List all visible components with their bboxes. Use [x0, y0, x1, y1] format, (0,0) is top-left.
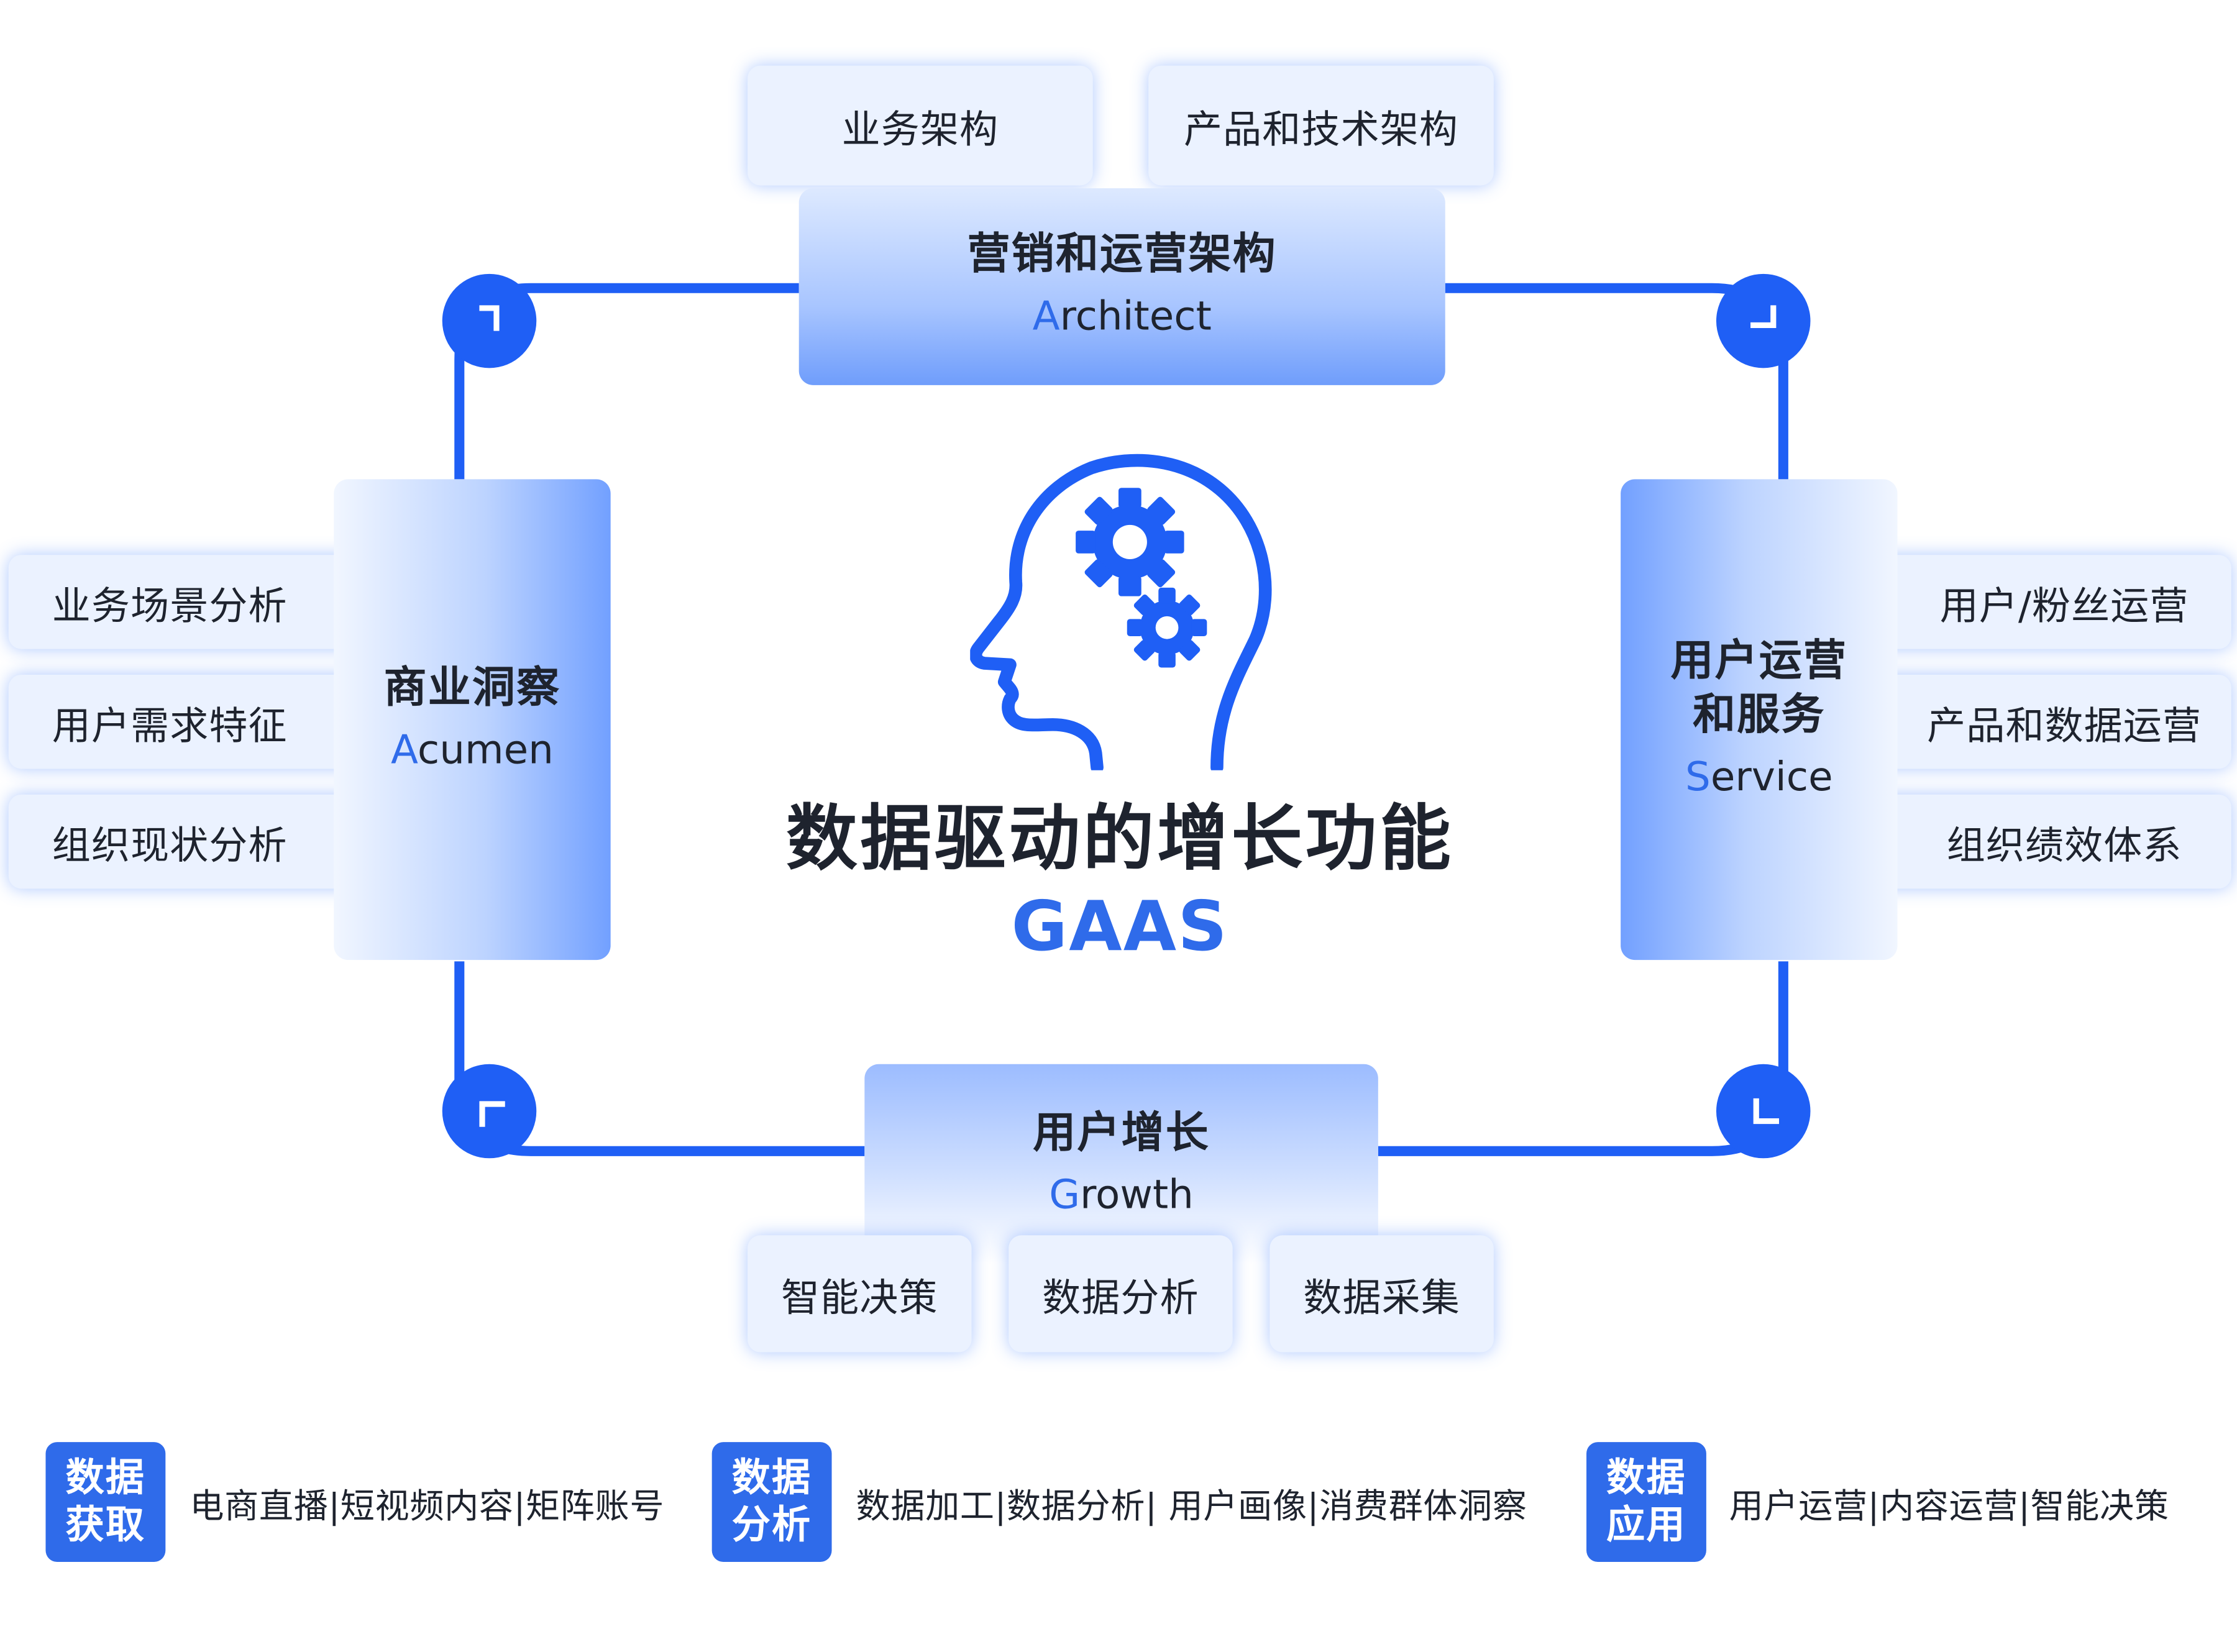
gear-large-icon: [1076, 488, 1184, 596]
panel-title-en: Growth: [1049, 1171, 1194, 1218]
badge-line2: 应用: [1606, 1503, 1686, 1548]
corner-marker-top-right: [1716, 273, 1811, 368]
panel-title-cn: 商业洞察: [383, 662, 561, 713]
tag-data-analysis: 数据分析: [1009, 1235, 1233, 1353]
legend-badge-acquisition: 数据 获取: [45, 1442, 166, 1563]
panel-title-cn-line1: 用户运营: [1670, 635, 1848, 686]
legend-text-acquisition: 电商直播|短视频内容|矩阵账号: [190, 1486, 665, 1527]
tag-label: 用户需求特征: [52, 704, 288, 749]
panel-title-cn: 用户增长: [1033, 1108, 1210, 1159]
corner-bracket-icon: [1753, 1098, 1779, 1125]
center-title: 数据驱动的增长功能: [786, 797, 1454, 880]
tag-data-collection: 数据采集: [1269, 1235, 1494, 1353]
legend-badge-application: 数据 应用: [1586, 1442, 1706, 1563]
corner-marker-top-left: [442, 273, 537, 368]
legend-text-application: 用户运营|内容运营|智能决策: [1729, 1486, 2169, 1527]
tag-label: 智能决策: [781, 1276, 938, 1320]
badge-line1: 数据: [65, 1456, 146, 1501]
tag-label: 产品和技术架构: [1184, 107, 1458, 152]
tag-label: 组织现状分析: [52, 823, 288, 869]
tag-label: 业务架构: [841, 107, 999, 152]
tag-business-architecture: 业务架构: [748, 65, 1093, 186]
tag-label: 组织绩效体系: [1946, 823, 2182, 869]
panel-title-cn-line2: 和服务: [1693, 690, 1826, 740]
tag-organization-status-analysis: 组织现状分析: [8, 794, 368, 889]
panel-service: 用户运营 和服务 Service: [1621, 479, 1898, 961]
badge-line2: 获取: [65, 1503, 146, 1548]
legend-badge-analysis: 数据 分析: [711, 1442, 832, 1563]
head-gears-icon: [970, 454, 1272, 770]
corner-marker-bottom-left: [442, 1064, 537, 1159]
tag-label: 数据分析: [1042, 1276, 1199, 1320]
legend-text-analysis: 数据加工|数据分析| 用户画像|消费群体洞察: [856, 1486, 1527, 1527]
corner-bracket-icon: [1750, 305, 1777, 329]
tag-label: 产品和数据运营: [1927, 704, 2202, 749]
tag-label: 业务场景分析: [52, 584, 288, 629]
panel-title-en: Acumen: [391, 725, 554, 773]
tag-label: 数据采集: [1303, 1276, 1460, 1320]
gear-small-icon: [1127, 587, 1207, 668]
tag-user-demand-features: 用户需求特征: [8, 674, 368, 769]
tag-business-scenario-analysis: 业务场景分析: [8, 555, 368, 649]
badge-line1: 数据: [1606, 1456, 1686, 1501]
tag-organization-performance-system: 组织绩效体系: [1872, 794, 2231, 889]
panel-title-en: Service: [1685, 752, 1833, 800]
corner-marker-bottom-right: [1716, 1064, 1811, 1159]
panel-growth: 用户增长 Growth: [864, 1064, 1378, 1264]
panel-title-cn: 营销和运营架构: [967, 229, 1277, 280]
panel-title-en: Architect: [1032, 292, 1212, 340]
tag-product-data-operation: 产品和数据运营: [1872, 674, 2231, 769]
panel-architect: 营销和运营架构 Architect: [798, 188, 1445, 385]
tag-label: 用户/粉丝运营: [1939, 584, 2189, 629]
panel-acumen: 商业洞察 Acumen: [334, 479, 611, 961]
corner-bracket-icon: [479, 1101, 505, 1127]
center-subtitle: GAAS: [1011, 887, 1229, 967]
corner-bracket-icon: [479, 305, 500, 331]
tag-product-tech-architecture: 产品和技术架构: [1148, 65, 1494, 186]
tag-intelligent-decision: 智能决策: [748, 1235, 972, 1353]
badge-line1: 数据: [731, 1456, 812, 1501]
tag-user-fan-operation: 用户/粉丝运营: [1872, 555, 2231, 649]
badge-line2: 分析: [731, 1503, 812, 1548]
